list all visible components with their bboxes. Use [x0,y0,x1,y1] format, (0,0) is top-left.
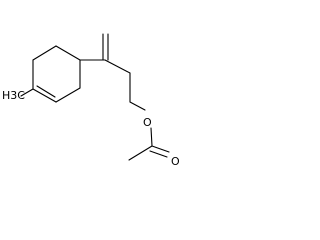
carbonyl-oxygen-label: O [171,155,180,168]
molecule-drawing: H3C O O [2,33,180,168]
bond-methyl [20,88,34,97]
methyl-label: H3C [2,89,25,102]
bond-alkene-to-ch2 [104,59,131,74]
bond-ring-lower-right [55,87,81,103]
bond-ring-upper-left [32,45,57,61]
bond-ring-lower-left-double-outer [32,88,57,103]
bond-carbonyl-to-methyl [128,145,153,161]
bond-carbonyl-double-lower [149,150,168,158]
bond-ring-top [55,45,81,61]
bond-ch2-to-oxygen [129,101,146,111]
bond-carbonyl-double-upper [151,145,170,153]
bond-oxygen-to-carbonyl [150,127,153,147]
ester-oxygen-label: O [143,116,152,129]
bond-ring-lower-left-double-inner [36,85,56,98]
chemical-structure-diagram: H3C O O [2,33,180,168]
